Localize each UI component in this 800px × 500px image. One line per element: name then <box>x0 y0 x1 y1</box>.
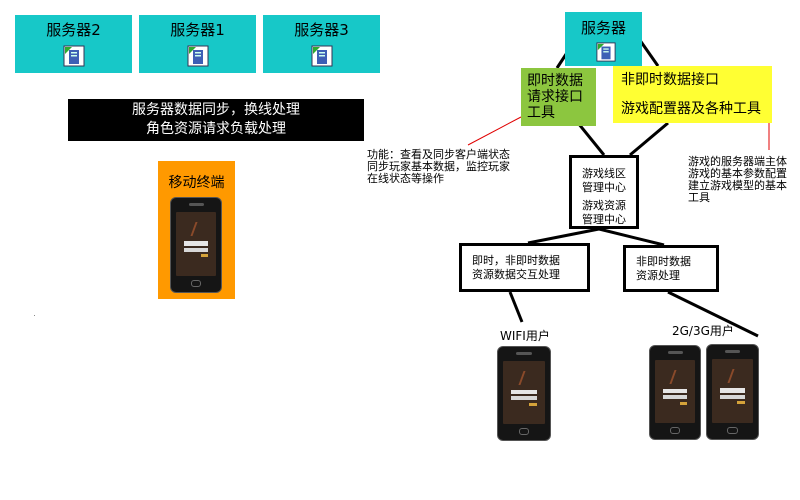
function-note-line2: 同步玩家基本数据，监控玩家 <box>367 160 510 173</box>
management-hub-box: 游戏线区 管理中心 游戏资源 管理中心 <box>569 155 639 229</box>
engine-note-line1: 游戏的服务器端主体 <box>688 155 787 168</box>
server-icon <box>187 45 208 67</box>
sync-banner-line1: 服务器数据同步，换线处理 <box>132 102 300 118</box>
server-1-box: 服务器1 <box>139 15 256 73</box>
main-server-box: 服务器 <box>565 12 642 66</box>
wifi-phone-icon <box>497 346 551 441</box>
edge-hub-mixed <box>527 227 600 245</box>
engine-note-line4: 工具 <box>688 191 710 204</box>
phone-icon <box>170 197 222 293</box>
server-icon <box>63 45 84 67</box>
edge-hub-nonrealtime-proc <box>598 227 665 247</box>
hub-line4: 管理中心 <box>582 213 626 226</box>
function-note: 功能：查看及同步客户端状态 同步玩家基本数据，监控玩家 在线状态等操作 <box>367 149 537 185</box>
mixed-processing-box: 即时，非即时数据 资源数据交互处理 <box>459 243 590 292</box>
realtime-interface-box: 即时数据 请求接口 工具 <box>521 68 596 126</box>
edge-nonrealtime-proc-mobile <box>667 290 759 338</box>
mobile-phone-icon-2 <box>706 344 759 440</box>
server-icon <box>311 45 332 67</box>
nrproc-line1: 非即时数据 <box>636 255 691 268</box>
hub-line3: 游戏资源 <box>582 199 626 212</box>
function-note-line3: 在线状态等操作 <box>367 172 444 185</box>
mixed-line2: 资源数据交互处理 <box>472 268 560 281</box>
engine-note: 游戏的服务器端主体 游戏的基本参数配置 建立游戏模型的基本 工具 <box>688 156 798 204</box>
edge-mixed-wifi <box>508 291 524 323</box>
engine-note-line3: 建立游戏模型的基本 <box>688 179 787 192</box>
hub-line2: 管理中心 <box>582 181 626 194</box>
mixed-line1: 即时，非即时数据 <box>472 254 560 267</box>
nonrealtime-line2: 游戏配置器及各种工具 <box>621 101 761 117</box>
sync-banner: 服务器数据同步，换线处理 角色资源请求负载处理 <box>68 99 364 141</box>
server-icon <box>596 42 616 62</box>
function-note-line1: 功能：查看及同步客户端状态 <box>367 148 510 161</box>
mobile-users-label: 2G/3G用户 <box>672 324 734 338</box>
annotation-pointer-function <box>467 116 522 146</box>
server-2-box: 服务器2 <box>15 15 132 73</box>
nonrealtime-interface-box: 非即时数据接口 游戏配置器及各种工具 <box>613 66 772 123</box>
wifi-users-label: WIFI用户 <box>500 329 550 343</box>
sync-banner-line2: 角色资源请求负载处理 <box>146 121 286 137</box>
nonrealtime-processing-box: 非即时数据 资源处理 <box>623 245 719 292</box>
server-2-label: 服务器2 <box>46 21 101 39</box>
realtime-line1: 即时数据 <box>527 73 583 89</box>
server-3-box: 服务器3 <box>263 15 380 73</box>
mobile-phone-icon-1 <box>649 345 701 440</box>
engine-note-line2: 游戏的基本参数配置 <box>688 167 787 180</box>
stray-dot <box>34 315 35 316</box>
mobile-terminal-box: 移动终端 <box>158 161 235 299</box>
nrproc-line2: 资源处理 <box>636 269 680 282</box>
main-server-label: 服务器 <box>580 19 626 37</box>
nonrealtime-line1: 非即时数据接口 <box>621 72 719 88</box>
server-1-label: 服务器1 <box>170 21 225 39</box>
edge-nonrealtime-hub <box>629 121 669 157</box>
hub-line1: 游戏线区 <box>582 167 626 180</box>
realtime-line2: 请求接口 <box>527 89 583 105</box>
mobile-terminal-label: 移动终端 <box>168 175 225 191</box>
server-3-label: 服务器3 <box>294 21 349 39</box>
realtime-line3: 工具 <box>527 105 555 121</box>
